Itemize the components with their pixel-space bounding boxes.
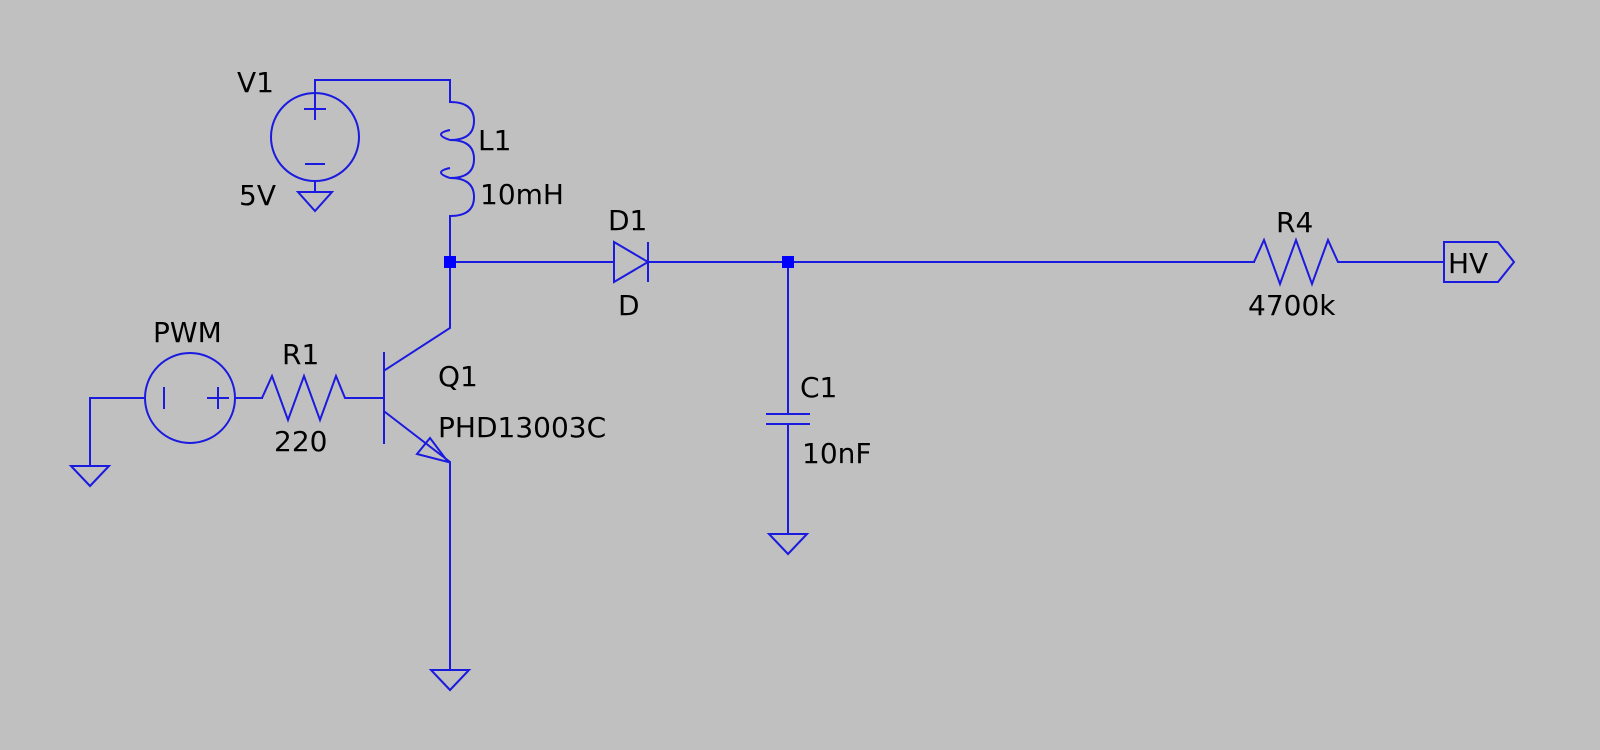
r4-value-label: 4700k xyxy=(1248,289,1336,322)
resistor-r4[interactable] xyxy=(1253,237,1344,287)
hv-net-flag[interactable]: HV xyxy=(1443,241,1516,283)
q1-value-label: PHD13003C xyxy=(438,411,606,444)
net-flag-label: HV xyxy=(1448,247,1488,280)
pwm-source-body xyxy=(144,352,236,444)
resistor-zigzag xyxy=(261,373,350,423)
d1-name-label: D1 xyxy=(608,204,647,237)
resistor-r1[interactable] xyxy=(261,373,350,423)
c1-name-label: C1 xyxy=(800,371,837,404)
v1-value-label: 5V xyxy=(239,179,276,212)
wire-node-collector xyxy=(383,261,451,372)
transistor-q1[interactable] xyxy=(383,352,451,464)
wire-pwm-ground xyxy=(89,397,145,467)
pwm-source[interactable] xyxy=(144,352,236,444)
inductor-coil xyxy=(449,101,476,217)
inductor-l1[interactable] xyxy=(440,101,476,217)
pwm-name-label: PWM xyxy=(153,316,222,349)
ground-icon xyxy=(295,191,335,213)
c1-value-label: 10nF xyxy=(802,437,871,470)
r1-value-label: 220 xyxy=(274,425,327,458)
ground-icon xyxy=(68,465,112,488)
l1-value-label: 10mH xyxy=(480,178,564,211)
plus-sign-icon xyxy=(304,98,326,120)
ground-icon xyxy=(428,669,472,692)
wire-v1-l1 xyxy=(314,79,451,111)
diode-d1[interactable] xyxy=(613,240,650,284)
inductor-coil-inner xyxy=(440,129,451,179)
ground-icon xyxy=(766,533,810,556)
q1-name-label: Q1 xyxy=(438,360,478,393)
v1-name-label: V1 xyxy=(237,66,274,99)
junction-dot-capacitor-node xyxy=(782,256,794,268)
diode-triangle xyxy=(613,240,650,284)
resistor-zigzag xyxy=(1253,237,1344,287)
l1-name-label: L1 xyxy=(478,124,511,157)
plus-sign-icon xyxy=(207,387,229,409)
r4-name-label: R4 xyxy=(1276,206,1313,239)
d1-value-label: D xyxy=(618,289,640,322)
wire-emitter-ground xyxy=(383,410,451,671)
voltage-source-v1[interactable] xyxy=(270,92,360,213)
r1-name-label: R1 xyxy=(282,338,319,371)
capacitor-c1[interactable] xyxy=(766,413,810,425)
emitter-arrow-icon xyxy=(415,436,451,464)
wires xyxy=(89,79,1445,671)
junction-dot-collector-node xyxy=(444,256,456,268)
net-flag-outline xyxy=(1443,241,1516,283)
